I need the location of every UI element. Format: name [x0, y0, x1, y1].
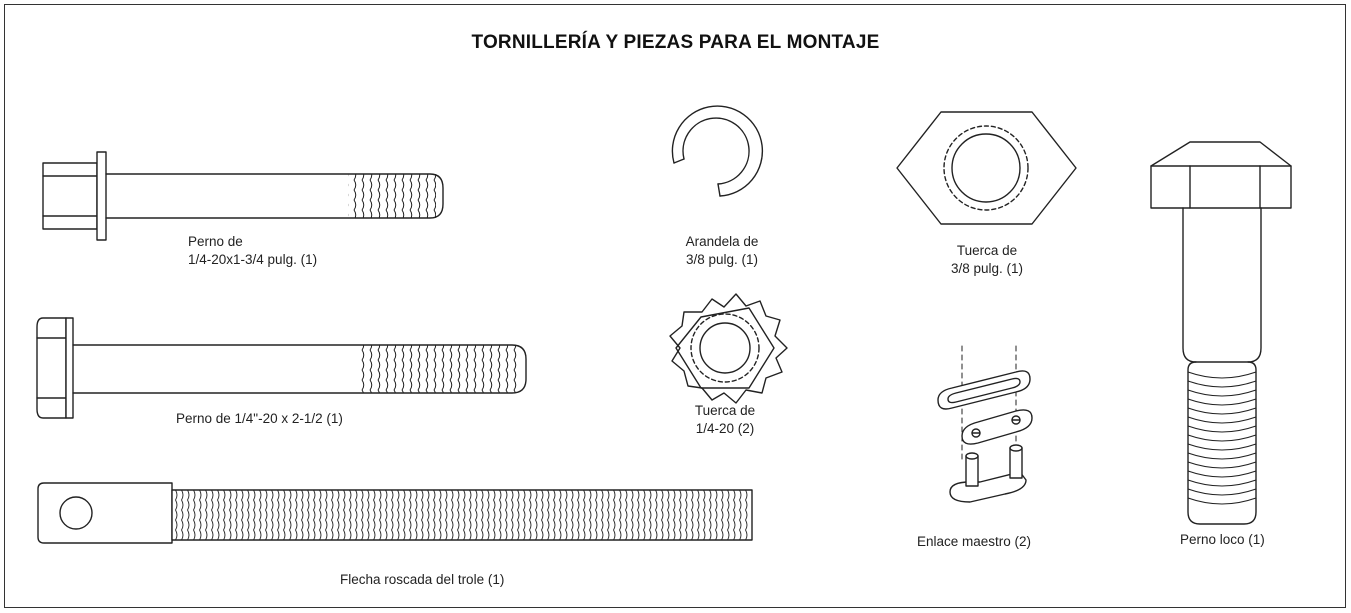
bolt-short-label-line2: 1/4-20x1-3/4 pulg. (1): [188, 252, 318, 267]
hex-nut-label-line1: Tuerca de: [956, 243, 1018, 258]
lock-washer-label-line1: Arandela de: [685, 234, 759, 249]
star-nut-label-line2: 1/4-20 (2): [695, 421, 755, 436]
hex-bolt-icon: [37, 318, 526, 418]
diagram-frame: [4, 4, 1346, 608]
threaded-shaft-label: Flecha roscada del trole (1): [340, 572, 505, 587]
master-link-label: Enlace maestro (2): [917, 534, 1032, 549]
lock-washer-label: Arandela de 3/8 pulg. (1): [662, 233, 782, 269]
star-nut-label-line1: Tuerca de: [694, 403, 756, 418]
star-nut-label: Tuerca de 1/4-20 (2): [665, 402, 785, 438]
idler-bolt-label: Perno loco (1): [1180, 532, 1265, 547]
split-lock-washer-icon: [672, 106, 762, 196]
hex-nut-icon: [897, 112, 1076, 224]
hex-nut-label-line2: 3/8 pulg. (1): [950, 261, 1024, 276]
bolt-long-label: Perno de 1/4"-20 x 2-1/2 (1): [176, 411, 343, 426]
idler-bolt-icon: [1151, 142, 1291, 524]
threaded-shaft-icon: [38, 483, 752, 543]
bolt-short-label: Perno de 1/4-20x1-3/4 pulg. (1): [188, 233, 317, 269]
bolt-short-label-line1: Perno de: [188, 234, 243, 249]
diagram-title: TORNILLERÍA Y PIEZAS PARA EL MONTAJE: [471, 32, 880, 53]
lock-washer-label-line2: 3/8 pulg. (1): [685, 252, 759, 267]
hex-nut-label: Tuerca de 3/8 pulg. (1): [927, 242, 1047, 278]
star-lock-nut-icon: [670, 294, 787, 403]
master-link-icon: [938, 346, 1032, 502]
flange-bolt-icon: [43, 152, 443, 240]
